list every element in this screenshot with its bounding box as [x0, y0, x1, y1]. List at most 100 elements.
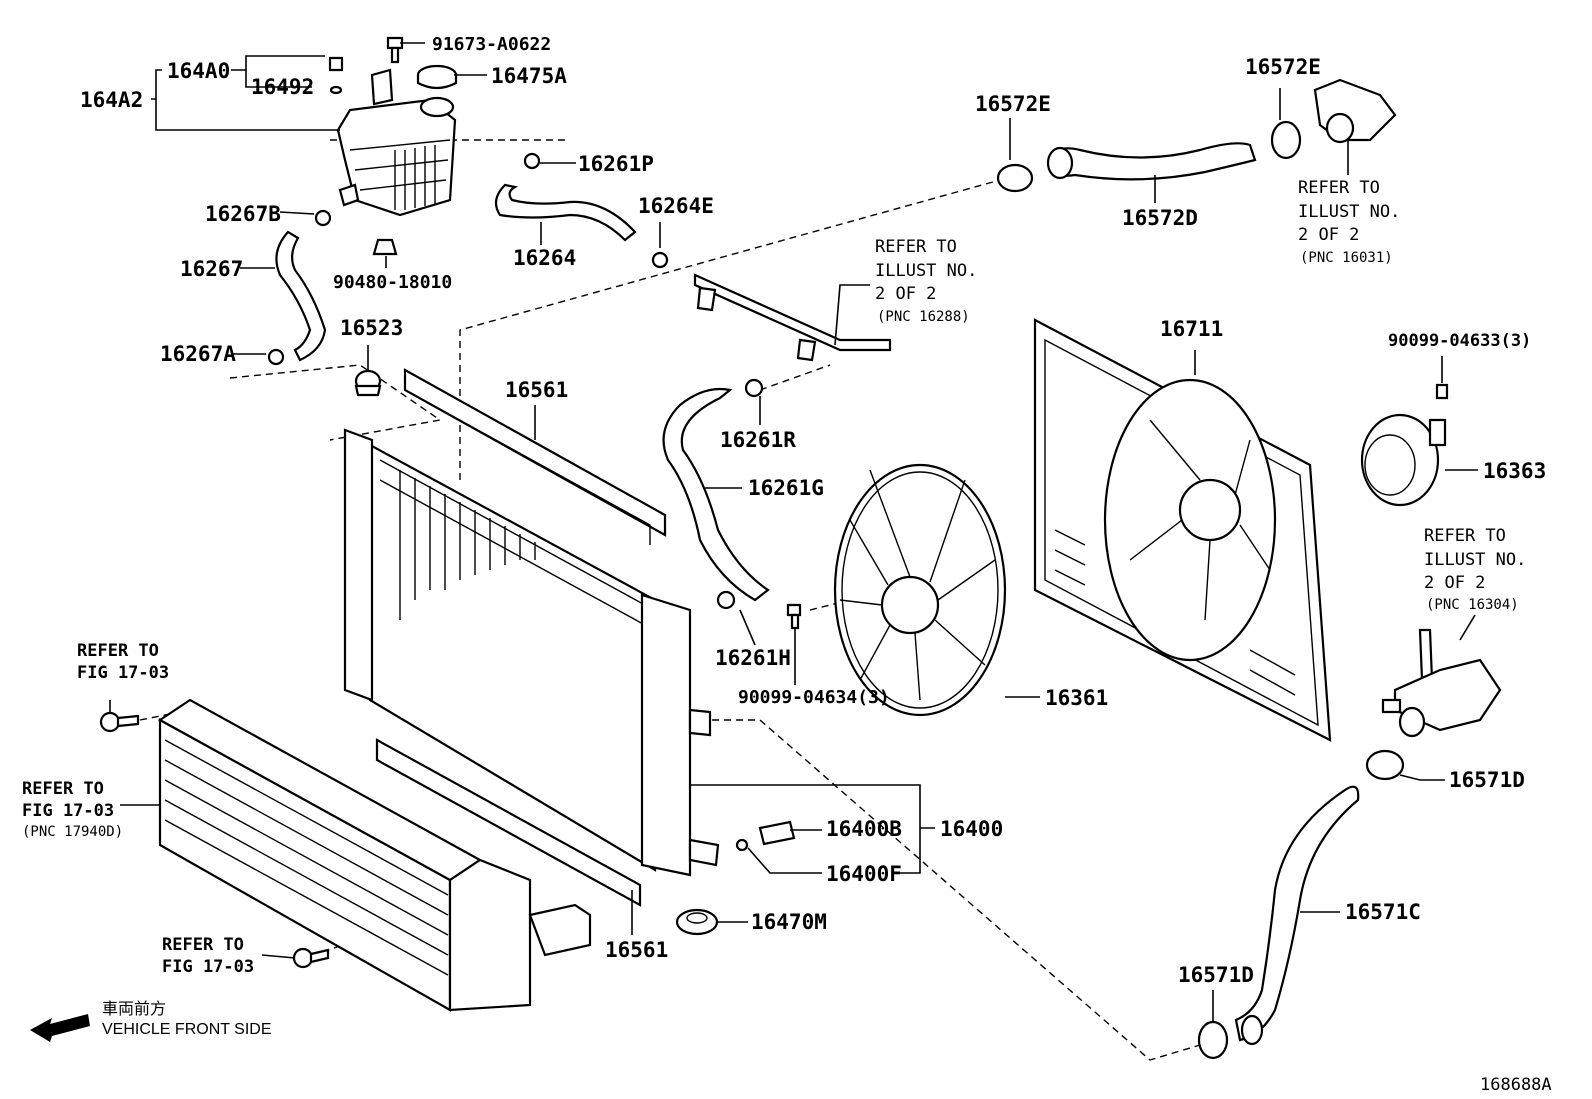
illustration-number: 168688A [1480, 1075, 1552, 1095]
label-16470m: 16470M [751, 910, 827, 934]
note-line: REFER TO [162, 935, 244, 955]
label-16571c: 16571C [1345, 900, 1421, 924]
note-line: 2 OF 2 [875, 284, 936, 304]
label-16572e-right: 16572E [1245, 55, 1321, 79]
note-line: 2 OF 2 [1298, 225, 1359, 245]
label-16400b: 16400B [826, 817, 902, 841]
label-16361: 16361 [1045, 686, 1108, 710]
label-16561-top: 16561 [505, 378, 568, 402]
direction-label-en: VEHICLE FRONT SIDE [102, 1021, 272, 1038]
label-16711: 16711 [1160, 317, 1223, 341]
label-90099-04634: 90099-04634(3) [738, 687, 890, 708]
note-line: (PNC 16304) [1426, 597, 1519, 613]
label-16264: 16264 [513, 246, 576, 270]
label-16400f: 16400F [826, 862, 902, 886]
clamp-16572E [996, 163, 1034, 193]
hose-16264 [494, 183, 637, 242]
note-line: 2 OF 2 [1424, 573, 1485, 593]
grommet-16470M [675, 908, 719, 936]
note-fig-17-03-upper: REFER TO FIG 17-03 [77, 641, 169, 683]
reservoir-cap [416, 64, 458, 90]
label-90480-18010: 90480-18010 [333, 272, 452, 293]
label-91673-a0622: 91673-A0622 [432, 34, 551, 55]
cap-small [328, 56, 344, 95]
label-16492: 16492 [251, 75, 314, 99]
intercooler [157, 698, 592, 1012]
label-16261g: 16261G [748, 476, 824, 500]
leader-lines [109, 42, 1478, 1022]
label-16264e: 16264E [638, 194, 714, 218]
clamp-16571D [1197, 1020, 1229, 1060]
bolt-small [386, 36, 404, 64]
hose-16572D [1046, 142, 1257, 181]
cap-16523 [354, 369, 382, 397]
clamp-small [314, 209, 332, 227]
dash-line [759, 364, 831, 391]
direction-label-jp: 車両前方 [102, 1000, 166, 1018]
grommet [372, 238, 398, 256]
dash-line [229, 364, 442, 441]
label-16571d-bottom: 16571D [1178, 963, 1254, 987]
label-16475a: 16475A [491, 64, 567, 88]
label-16261p: 16261P [578, 152, 654, 176]
note-line: REFER TO [1424, 526, 1506, 546]
radiator-core [343, 428, 720, 877]
label-90099-04633: 90099-04633(3) [1388, 331, 1531, 351]
note-line: (PNC 16288) [877, 309, 970, 325]
water-outlet [1313, 78, 1397, 144]
label-16561-bottom: 16561 [605, 938, 668, 962]
label-16400: 16400 [940, 817, 1003, 841]
label-16261h: 16261H [715, 646, 791, 670]
clamp-small [651, 251, 669, 269]
label-16572d: 16572D [1122, 206, 1198, 230]
note-line: REFER TO [77, 641, 159, 661]
note-line: (PNC 17940D) [22, 824, 123, 840]
drain-cock [735, 820, 796, 852]
note-line: REFER TO [875, 237, 957, 257]
water-inlet [1381, 628, 1502, 738]
note-line: ILLUST NO. [1298, 202, 1400, 222]
bolt [786, 603, 802, 630]
label-16363: 16363 [1483, 459, 1546, 483]
dash-line [459, 179, 1001, 480]
front-direction-indicator: 車両前方 VEHICLE FRONT SIDE [30, 1000, 272, 1042]
label-164a2: 164A2 [80, 88, 143, 112]
label-16267: 16267 [180, 257, 243, 281]
label-16572e-mid: 16572E [975, 92, 1051, 116]
hose-16261G [662, 387, 770, 602]
note-fig-17-03-lower: REFER TO FIG 17-03 [162, 935, 254, 977]
arrow-left-icon [30, 1014, 90, 1042]
hose-16571C [1234, 785, 1360, 1046]
note-line: REFER TO [1298, 178, 1380, 198]
note-pnc-16304: REFER TO ILLUST NO. 2 OF 2 (PNC 16304) [1424, 526, 1526, 613]
bolt [292, 947, 330, 969]
note-line: FIG 17-03 [22, 801, 114, 821]
label-16267b: 16267B [205, 202, 281, 226]
note-line: (PNC 16031) [1300, 250, 1393, 266]
note-line: FIG 17-03 [77, 663, 169, 683]
note-line: REFER TO [22, 779, 104, 799]
note-fig-17-03-intercooler: REFER TO FIG 17-03 (PNC 17940D) [22, 779, 123, 840]
label-16523: 16523 [340, 316, 403, 340]
clamp-small [716, 590, 736, 610]
bolt [99, 711, 140, 733]
dash-line [700, 719, 1201, 1061]
hose-16267 [275, 230, 327, 362]
water-pipe [693, 273, 892, 362]
note-line: ILLUST NO. [875, 261, 977, 281]
clamp-small [267, 348, 285, 366]
seal-strip-bottom [375, 738, 642, 907]
clamp-16572E [1270, 120, 1302, 160]
note-pnc-16031: REFER TO ILLUST NO. 2 OF 2 (PNC 16031) [1298, 178, 1400, 266]
clamp-small [523, 152, 541, 170]
fan-shroud [1033, 318, 1332, 742]
note-pnc-16288: REFER TO ILLUST NO. 2 OF 2 (PNC 16288) [875, 237, 977, 325]
note-line: FIG 17-03 [162, 957, 254, 977]
label-164a0: 164A0 [167, 59, 230, 83]
seal-strip-top [403, 368, 667, 545]
clamp-16571D [1365, 749, 1405, 781]
clamp-small [744, 378, 764, 398]
reservoir-tank [336, 68, 457, 217]
label-16267a: 16267A [160, 342, 236, 366]
